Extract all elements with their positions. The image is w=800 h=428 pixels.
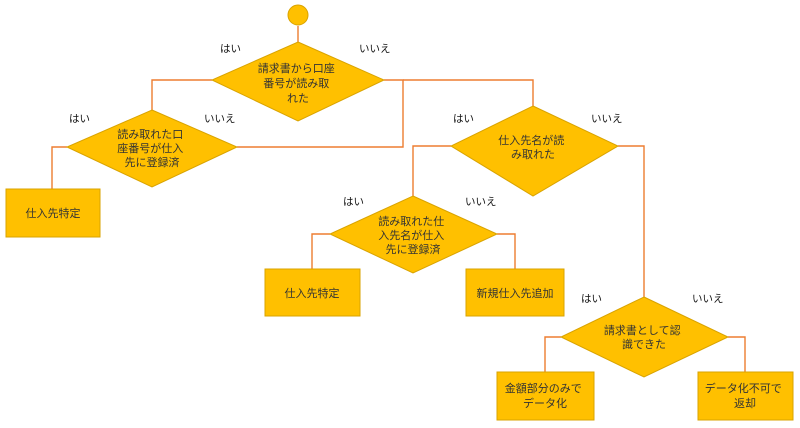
decision-d1: 請求書から口座 番号が読み取 れた bbox=[210, 41, 386, 122]
b2-line1: 仕入先特定 bbox=[285, 286, 340, 300]
branch-labels: はい いいえ はい いいえ はい いいえ はい いいえ はい いいえ bbox=[69, 43, 724, 305]
decision-d3: 仕入先名が読 み取れた bbox=[449, 105, 620, 197]
svg-text:仕入先特定: 仕入先特定 bbox=[285, 286, 340, 300]
decision-d5: 請求書として認 識できた bbox=[559, 296, 730, 378]
d4-line1: 読み取れた仕 bbox=[378, 214, 444, 228]
b5-line1: データ化不可で bbox=[705, 381, 782, 395]
svg-text:金額部分のみで データ化: 金額部分のみで データ化 bbox=[505, 381, 586, 410]
edge-d1-no bbox=[237, 79, 404, 148]
d5-no-label: いいえ bbox=[692, 293, 724, 305]
edges bbox=[51, 26, 746, 372]
svg-text:仕入先名が読 み取れた: 仕入先名が読 み取れた bbox=[498, 133, 568, 161]
b5-line2: 返却 bbox=[734, 397, 756, 410]
d4-line2: 入先名が仕入 bbox=[378, 228, 444, 242]
box-b4: 金額部分のみで データ化 bbox=[496, 371, 595, 421]
d5-line1: 請求書として認 bbox=[604, 323, 681, 337]
d5-yes-label: はい bbox=[581, 293, 602, 305]
edge-d1-yes bbox=[151, 79, 212, 110]
d1-line2: 番号が読み取 bbox=[263, 76, 329, 90]
svg-text:新規仕入先追加: 新規仕入先追加 bbox=[477, 286, 554, 300]
b4-line2: データ化 bbox=[523, 396, 567, 410]
d2-no-label: いいえ bbox=[204, 113, 236, 125]
box-b1: 仕入先特定 bbox=[5, 188, 101, 238]
d5-line2: 識できた bbox=[622, 338, 666, 351]
d1-line1: 請求書から口座 bbox=[258, 61, 335, 75]
d4-line3: 先に登録済 bbox=[386, 242, 441, 256]
box-b3: 新規仕入先追加 bbox=[465, 268, 565, 317]
d2-line3: 先に登録済 bbox=[125, 155, 180, 169]
b1-line1: 仕入先特定 bbox=[26, 206, 81, 220]
d4-yes-label: はい bbox=[343, 196, 364, 208]
edge-d4-yes bbox=[311, 233, 330, 269]
d3-no-label: いいえ bbox=[591, 113, 623, 125]
d1-yes-label: はい bbox=[220, 43, 241, 55]
b4-line1: 金額部分のみで bbox=[505, 381, 582, 395]
d1-no-label: いいえ bbox=[359, 43, 391, 55]
d4-no-label: いいえ bbox=[465, 196, 497, 208]
svg-text:読み取れた仕 入先名が仕入 先に登録: 読み取れた仕 入先名が仕入 先に登録済 bbox=[378, 214, 448, 256]
d3-line2: み取れた bbox=[511, 148, 555, 161]
svg-text:読み取れた口 座番号が仕入 先に登録: 読み取れた口 座番号が仕入 先に登録済 bbox=[117, 127, 187, 169]
svg-text:データ化不可で 返却: データ化不可で 返却 bbox=[705, 381, 786, 410]
edge-d5-no bbox=[728, 336, 746, 372]
svg-text:請求書として認 識できた: 請求書として認 識できた bbox=[604, 323, 684, 351]
svg-text:請求書から口座 番号が読み取 れた: 請求書から口座 番号が読み取 れた bbox=[258, 61, 339, 105]
edge-d1-d3 bbox=[403, 79, 534, 106]
d3-yes-label: はい bbox=[453, 113, 474, 125]
edge-d5-yes bbox=[544, 336, 561, 372]
box-b2: 仕入先特定 bbox=[264, 268, 361, 317]
svg-text:仕入先特定: 仕入先特定 bbox=[26, 206, 81, 220]
start-circle bbox=[287, 4, 309, 26]
d2-line2: 座番号が仕入 bbox=[117, 141, 183, 155]
d1-line3: れた bbox=[287, 92, 309, 105]
decision-d2: 読み取れた口 座番号が仕入 先に登録済 bbox=[65, 109, 239, 188]
b3-line1: 新規仕入先追加 bbox=[477, 286, 554, 300]
d3-line1: 仕入先名が読 bbox=[498, 133, 564, 147]
edge-d2-yes bbox=[51, 146, 67, 189]
edge-d3-no bbox=[618, 145, 645, 297]
edge-d4-no bbox=[497, 233, 516, 269]
box-b5: データ化不可で 返却 bbox=[697, 371, 794, 421]
d2-yes-label: はい bbox=[69, 113, 90, 125]
decision-d4: 読み取れた仕 入先名が仕入 先に登録済 bbox=[328, 195, 499, 274]
d2-line1: 読み取れた口 bbox=[117, 127, 183, 141]
